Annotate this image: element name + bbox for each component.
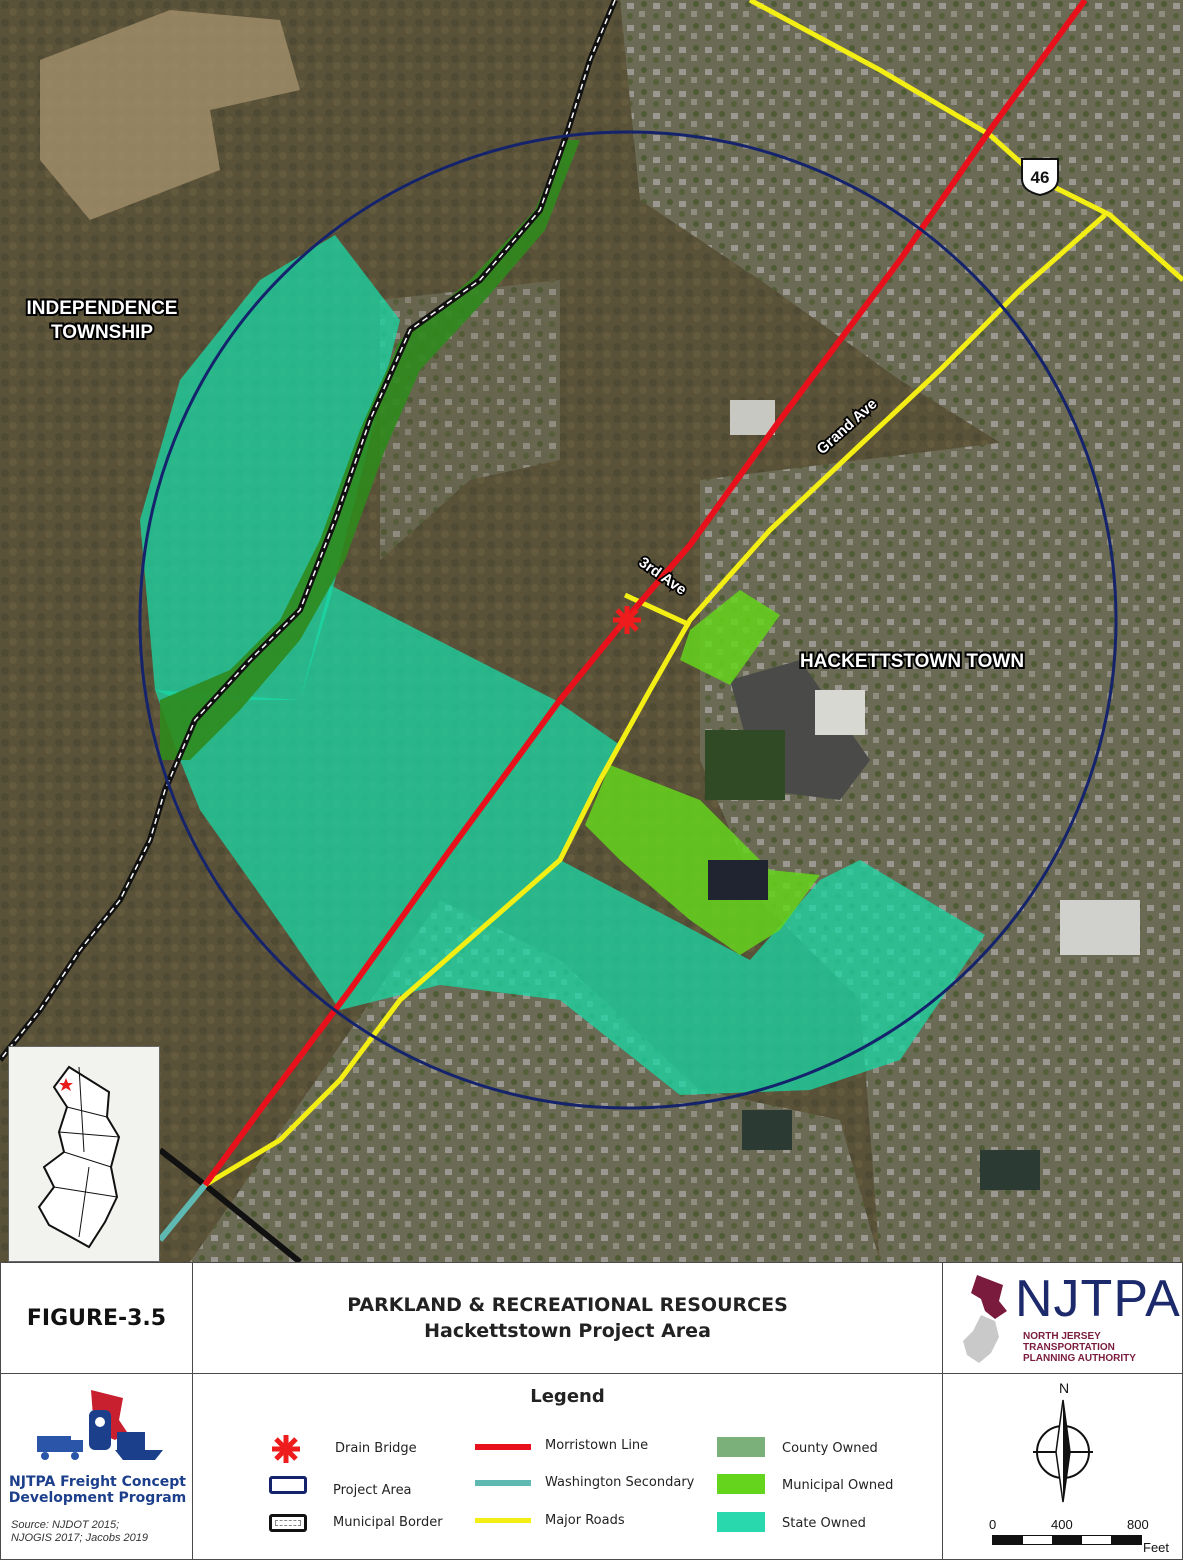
municipal-border-legend-icon <box>269 1514 307 1532</box>
legend-title: Legend <box>530 1386 605 1407</box>
scale-tick-0: 0 <box>989 1517 997 1532</box>
major-road-grand-ave <box>203 213 1107 1188</box>
scale-units: Feet <box>1143 1540 1170 1555</box>
state-owned-legend-swatch <box>717 1512 765 1532</box>
title-panel: PARKLAND & RECREATIONAL RESOURCES Hacket… <box>192 1262 943 1374</box>
njtpa-logo-panel: NJTPA NORTH JERSEY TRANSPORTATION PLANNI… <box>942 1262 1183 1374</box>
legend-major-roads: Major Roads <box>545 1513 625 1528</box>
figure-panel: FIGURE-3.5 <box>0 1262 193 1374</box>
source-note: Source: NJDOT 2015; NJOGIS 2017; Jacobs … <box>11 1519 148 1545</box>
aerial-map[interactable]: 46 INDEPENDENCE TOWNSHIP HACKETTSTOWN TO… <box>0 0 1183 1262</box>
program-name: NJTPA Freight Concept Development Progra… <box>1 1474 194 1506</box>
north-label: N <box>1059 1380 1070 1396</box>
locator-star-icon <box>59 1078 73 1091</box>
washington-secondary-legend-icon <box>475 1480 531 1486</box>
legend-panel: Legend Drain Bridge Project Area Municip… <box>192 1373 943 1560</box>
farm-field <box>40 10 300 220</box>
route-46-shield: 46 <box>1021 158 1059 197</box>
nj-county-lines <box>53 1066 120 1238</box>
pond <box>980 1150 1040 1190</box>
major-road-3rd-ave <box>623 592 692 628</box>
legend-county-owned: County Owned <box>782 1441 878 1456</box>
pond <box>742 1110 792 1150</box>
county-owned-corridor <box>160 140 580 760</box>
nj-logo-icon <box>963 1275 1007 1363</box>
label-independence-township-2: TOWNSHIP <box>51 322 153 343</box>
county-owned-legend-swatch <box>717 1437 765 1457</box>
building <box>815 690 865 735</box>
municipal-owned-parcel-north <box>680 590 780 685</box>
state-owned-parcel-west <box>140 235 400 700</box>
source-line-2: NJOGIS 2017; Jacobs 2019 <box>11 1532 148 1544</box>
scale-tick-400: 400 <box>1051 1517 1073 1532</box>
njtpa-fullname-3: PLANNING AUTHORITY <box>1023 1353 1136 1364</box>
map-subtitle: Hackettstown Project Area <box>424 1320 711 1342</box>
njtpa-wordmark: NJTPA <box>1015 1270 1181 1328</box>
legend-project-area: Project Area <box>333 1483 412 1498</box>
municipal-owned-parcel-south <box>585 765 820 955</box>
map-title: PARKLAND & RECREATIONAL RESOURCES <box>347 1294 788 1316</box>
legend-municipal-border: Municipal Border <box>333 1515 443 1530</box>
source-line-1: Source: NJDOT 2015; <box>11 1519 120 1531</box>
program-name-1: NJTPA Freight Concept <box>9 1474 186 1490</box>
project-area-legend-icon <box>269 1476 307 1494</box>
municipal-border-inner <box>0 0 616 1061</box>
scale-bar <box>992 1535 1142 1545</box>
program-name-2: Development Program <box>8 1490 187 1506</box>
urban-area-east <box>700 420 1183 1262</box>
legend-state-owned: State Owned <box>782 1516 866 1531</box>
scale-tick-800: 800 <box>1127 1517 1149 1532</box>
drain-bridge-marker[interactable] <box>613 606 641 634</box>
route-46-label: 46 <box>1031 168 1050 187</box>
figure-number: FIGURE-3.5 <box>26 1305 167 1331</box>
legend-washington-secondary: Washington Secondary <box>545 1475 695 1490</box>
building <box>730 400 775 435</box>
legend-municipal-owned: Municipal Owned <box>782 1478 894 1493</box>
sports-field <box>705 730 785 800</box>
major-roads-legend-icon <box>475 1518 531 1523</box>
freight-program-logo-icon <box>37 1390 163 1460</box>
project-area-circle <box>138 130 1118 1110</box>
legend-drain-bridge: Drain Bridge <box>335 1441 417 1456</box>
residential-south <box>190 900 880 1262</box>
legend-morristown-line: Morristown Line <box>545 1438 649 1453</box>
north-arrow-icon <box>1033 1399 1093 1503</box>
program-panel: NJTPA Freight Concept Development Progra… <box>0 1373 193 1560</box>
njtpa-fullname: NORTH JERSEY TRANSPORTATION PLANNING AUT… <box>1023 1331 1136 1364</box>
njtpa-fullname-1: NORTH JERSEY <box>1023 1331 1101 1342</box>
north-arrow-panel: N 0 400 800 Feet <box>942 1373 1183 1560</box>
nj-inset-map <box>8 1046 160 1262</box>
label-independence-township-1: INDEPENDENCE <box>27 298 178 319</box>
morristown-line-legend-icon <box>475 1444 531 1450</box>
label-hackettstown-town: HACKETTSTOWN TOWN <box>800 651 1024 672</box>
drain-bridge-legend-icon <box>272 1435 300 1463</box>
building <box>708 860 768 900</box>
building <box>1060 900 1140 955</box>
municipal-owned-legend-swatch <box>717 1474 765 1494</box>
washington-secondary-line <box>157 1183 208 1242</box>
njtpa-fullname-2: TRANSPORTATION <box>1023 1342 1115 1353</box>
major-road-route-46 <box>748 0 1183 282</box>
